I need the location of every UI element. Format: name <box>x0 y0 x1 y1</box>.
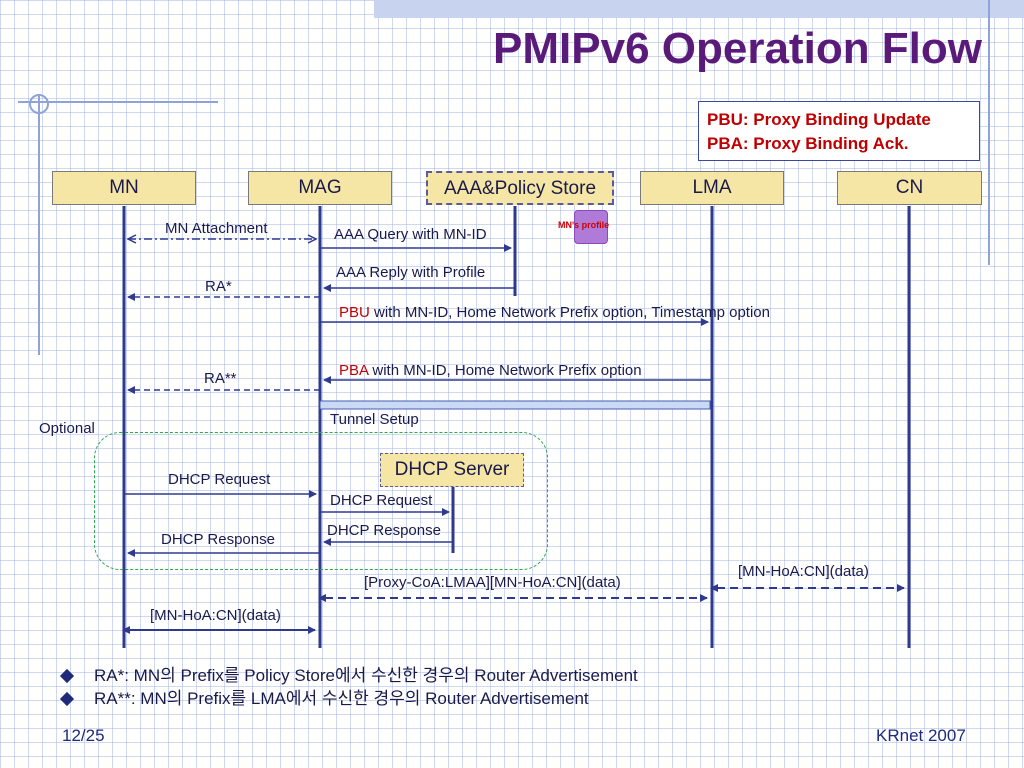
legend-box: PBU: Proxy Binding Update PBA: Proxy Bin… <box>698 101 980 161</box>
entity-mn: MN <box>52 171 196 205</box>
label-ra-star: RA* <box>205 278 232 295</box>
slide-title: PMIPv6 Operation Flow <box>493 24 982 73</box>
note-ra-dstar: RA**: MN의 Prefix를 LMA에서 수신한 경우의 Router A… <box>59 687 638 710</box>
label-pba-rest: with MN-ID, Home Network Prefix option <box>368 362 642 379</box>
label-pba-keyword: PBA <box>339 362 369 379</box>
optional-label: Optional <box>39 420 95 437</box>
decor-circle <box>29 94 49 114</box>
decor-line-left-horizontal <box>18 101 218 103</box>
label-dhcp-response-mn: DHCP Response <box>161 531 275 548</box>
note-text: RA**: MN의 Prefix를 LMA에서 수신한 경우의 Router A… <box>94 689 589 708</box>
label-dhcp-response-mag: DHCP Response <box>327 522 441 539</box>
bullet-diamond-icon <box>59 691 75 706</box>
entity-dhcp-server: DHCP Server <box>380 453 524 487</box>
label-mn-mag-data: [MN-HoA:CN](data) <box>150 607 281 624</box>
top-decor-band <box>374 0 1024 18</box>
label-pbu-rest: with MN-ID, Home Network Prefix option, … <box>369 304 770 321</box>
entity-lma: LMA <box>640 171 784 205</box>
label-pbu-keyword: PBU <box>339 304 370 321</box>
note-text: RA*: MN의 Prefix를 Policy Store에서 수신한 경우의 … <box>94 666 638 685</box>
label-dhcp-request-mag: DHCP Request <box>330 492 433 509</box>
page-number: 12/25 <box>62 726 105 745</box>
decor-line-left-vertical <box>38 95 40 355</box>
label-dhcp-request-mn: DHCP Request <box>168 471 271 488</box>
label-lma-cn-data: [MN-HoA:CN](data) <box>738 563 869 580</box>
label-tunnel-setup: Tunnel Setup <box>330 411 419 428</box>
profile-label: MN's profile <box>558 220 610 230</box>
entity-mag: MAG <box>248 171 392 205</box>
label-ra-dstar: RA** <box>204 370 237 387</box>
label-aaa-query: AAA Query with MN-ID <box>334 226 487 243</box>
entity-aaa-policy-store: AAA&Policy Store <box>426 171 614 205</box>
optional-region <box>94 432 548 570</box>
decor-line-right <box>988 0 990 265</box>
entity-cn: CN <box>837 171 982 205</box>
label-proxy-coa: [Proxy-CoA:LMAA][MN-HoA:CN](data) <box>364 574 621 591</box>
note-ra-star: RA*: MN의 Prefix를 Policy Store에서 수신한 경우의 … <box>59 664 638 687</box>
bullet-diamond-icon <box>59 668 75 683</box>
tunnel-bar <box>319 400 711 410</box>
notes-list: RA*: MN의 Prefix를 Policy Store에서 수신한 경우의 … <box>59 664 638 710</box>
label-pbu: PBU with MN-ID, Home Network Prefix opti… <box>339 304 770 321</box>
label-aaa-reply: AAA Reply with Profile <box>336 264 486 281</box>
footer-event: KRnet 2007 <box>876 726 966 745</box>
legend-pba: PBA: Proxy Binding Ack. <box>707 134 909 153</box>
label-pba: PBA with MN-ID, Home Network Prefix opti… <box>339 362 642 379</box>
legend-pbu: PBU: Proxy Binding Update <box>707 110 931 129</box>
profile-icon <box>574 210 608 244</box>
label-mn-attachment: MN Attachment <box>165 220 268 237</box>
